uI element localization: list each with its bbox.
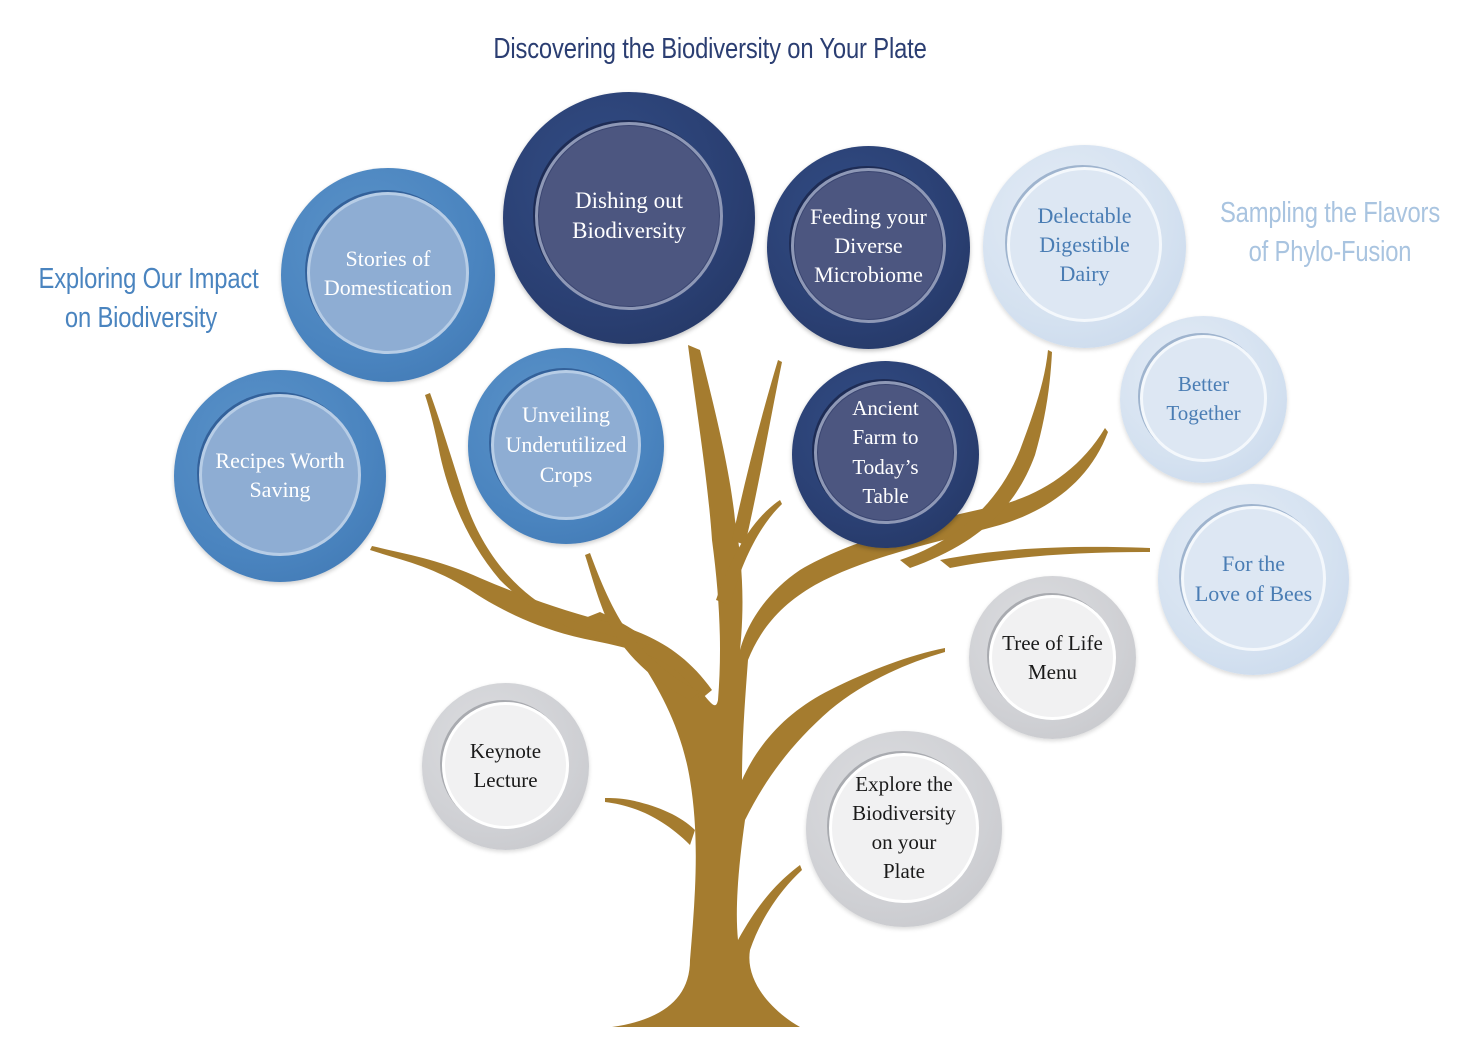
left-heading-line-1: Exploring Our Impact: [38, 263, 259, 295]
node-label-line: Delectable: [1037, 202, 1132, 228]
node-label-line: Recipes Worth: [215, 447, 345, 473]
node-recipes-worth-saving[interactable]: Recipes Worth Saving: [174, 370, 386, 582]
node-label-line: Stories of: [345, 245, 431, 271]
node-label-line: Biodiversity: [572, 218, 686, 243]
node-label-line: Microbiome: [814, 262, 923, 288]
branch-right-lower: [940, 546, 1150, 568]
node-label-line: Biodiversity: [852, 801, 956, 826]
node-label-line: Saving: [249, 477, 311, 502]
node-unveiling-underutilized-crops[interactable]: Unveiling Underutilized Crops: [468, 348, 664, 544]
node-label-line: Better: [1177, 372, 1230, 397]
branch-left-mid: [425, 393, 650, 650]
node-label-line: Tree of Life: [1002, 631, 1103, 656]
node-label-line: Together: [1166, 400, 1241, 425]
left-heading-line-2: on Biodiversity: [64, 302, 218, 335]
node-label-line: Feeding your: [810, 203, 927, 229]
node-label-line: Underutilized: [505, 432, 627, 458]
node-for-the-love-of-bees[interactable]: For the Love of Bees: [1158, 484, 1349, 675]
branch-lower-left: [605, 798, 695, 845]
branch-center: [716, 500, 782, 605]
node-label-line: Table: [862, 483, 909, 508]
node-delectable-digestible-dairy[interactable]: Delectable Digestible Dairy: [983, 145, 1186, 348]
node-label-line: Ancient: [852, 395, 919, 420]
node-label-line: Plate: [883, 858, 925, 883]
node-better-together[interactable]: Better Together: [1120, 316, 1287, 483]
node-label-line: Today’s: [852, 454, 919, 479]
node-label-line: on your: [871, 830, 937, 854]
node-label-line: Diverse: [834, 232, 903, 258]
branch-center-upper: [732, 360, 782, 545]
node-ancient-farm-to-todays-table[interactable]: Ancient Farm to Today’s Table: [792, 361, 979, 548]
node-feeding-your-diverse-microbiome[interactable]: Feeding your Diverse Microbiome: [767, 146, 970, 349]
node-label-line: Domestication: [323, 275, 453, 300]
node-keynote-lecture[interactable]: Keynote Lecture: [422, 683, 589, 850]
node-stories-of-domestication[interactable]: Stories of Domestication: [281, 168, 495, 382]
node-label-line: Digestible: [1039, 231, 1130, 257]
left-section-heading: Exploring Our Impact on Biodiversity: [38, 260, 259, 338]
node-label-line: Lecture: [473, 767, 538, 792]
node-label-line: Love of Bees: [1194, 580, 1313, 606]
node-label-line: Unveiling: [522, 402, 610, 428]
node-label-line: Keynote: [469, 739, 542, 764]
branch-left: [370, 546, 712, 700]
right-section-heading: Sampling the Flavors of Phylo-Fusion: [1219, 194, 1440, 272]
main-title-text: Discovering the Biodiversity on Your Pla…: [493, 33, 927, 65]
node-label-line: Farm to: [852, 425, 919, 450]
node-label-line: Menu: [1027, 659, 1077, 684]
right-heading-line-1: Sampling the Flavors: [1219, 197, 1441, 229]
main-title: Discovering the Biodiversity on Your Pla…: [480, 30, 939, 69]
node-label-line: Dishing out: [575, 188, 683, 214]
node-tree-of-life-menu[interactable]: Tree of Life Menu: [969, 576, 1136, 739]
node-label-line: Explore the: [855, 772, 953, 797]
node-dishing-out-biodiversity[interactable]: Dishing out Biodiversity: [503, 92, 755, 344]
branch-right-upper: [900, 350, 1052, 568]
right-heading-line-2: of Phylo-Fusion: [1248, 236, 1412, 269]
node-explore-the-biodiversity-on-your-plate[interactable]: Explore the Biodiversity on your Plate: [806, 731, 1002, 927]
node-label-line: Crops: [539, 461, 593, 487]
node-label-line: Dairy: [1059, 261, 1110, 287]
node-label-line: For the: [1222, 550, 1285, 576]
